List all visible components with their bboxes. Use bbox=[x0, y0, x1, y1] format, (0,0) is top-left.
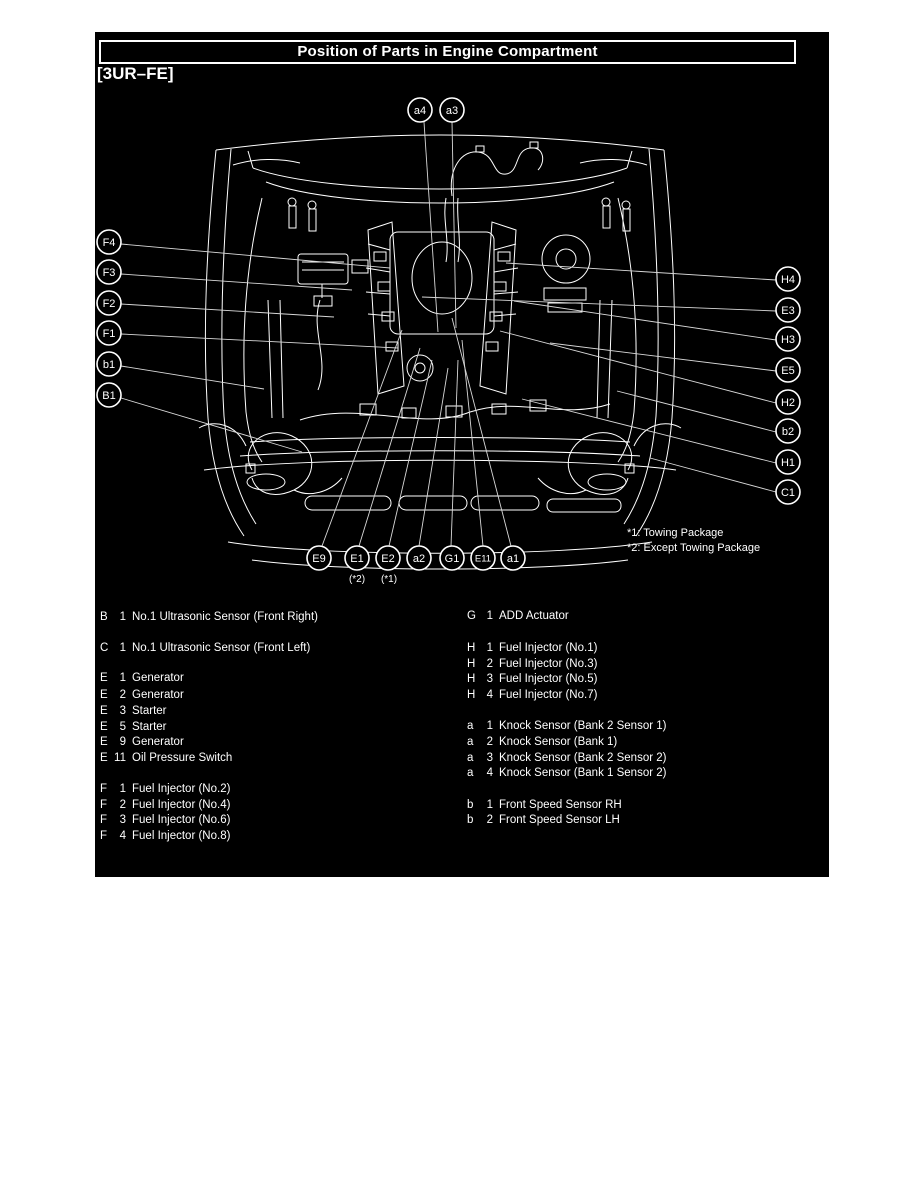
callout-b2: b2 bbox=[775, 418, 801, 444]
callout-E3: E3 bbox=[775, 297, 801, 323]
callout-H4: H4 bbox=[775, 266, 801, 292]
callout-C1: C1 bbox=[775, 479, 801, 505]
note-except-towing-package: *2: Except Towing Package bbox=[627, 542, 761, 554]
svg-text:B1: B1 bbox=[102, 390, 115, 402]
callout-E5: E5 bbox=[775, 357, 801, 383]
callout-E11: E11 bbox=[470, 545, 496, 571]
callout-F4: F4 bbox=[96, 229, 122, 255]
callout-B1: B1 bbox=[96, 382, 122, 408]
callout-H1: H1 bbox=[775, 449, 801, 475]
svg-text:E3: E3 bbox=[781, 305, 794, 317]
svg-text:H3: H3 bbox=[781, 334, 795, 346]
callout-a3: a3 bbox=[439, 97, 465, 123]
callout-a2: a2 bbox=[406, 545, 432, 571]
engine-code-label: [3UR–FE] bbox=[97, 64, 174, 83]
callout-H2: H2 bbox=[775, 389, 801, 415]
svg-text:E9: E9 bbox=[312, 553, 325, 565]
leader-lines bbox=[120, 121, 777, 547]
callout-F2: F2 bbox=[96, 290, 122, 316]
svg-text:E2: E2 bbox=[381, 553, 394, 565]
callout-F1: F1 bbox=[96, 320, 122, 346]
vehicle-outline-art bbox=[198, 134, 682, 570]
svg-text:E1: E1 bbox=[350, 553, 363, 565]
svg-text:a2: a2 bbox=[413, 553, 425, 565]
svg-text:H2: H2 bbox=[781, 397, 795, 409]
svg-text:b2: b2 bbox=[782, 426, 794, 438]
callout-b1: b1 bbox=[96, 351, 122, 377]
note-towing-package: *1: Towing Package bbox=[627, 527, 724, 539]
svg-text:C1: C1 bbox=[781, 487, 795, 499]
svg-text:E5: E5 bbox=[781, 365, 794, 377]
footnote-markers: (*2) (*1) bbox=[349, 574, 397, 585]
svg-text:E11: E11 bbox=[475, 554, 491, 565]
svg-text:F4: F4 bbox=[103, 237, 116, 249]
callouts: a4 a3 F4 F3 F2 F1 b1 B1 H4 E3 H3 E5 H2 b… bbox=[96, 97, 801, 571]
svg-text:b1: b1 bbox=[103, 359, 115, 371]
svg-text:F1: F1 bbox=[103, 328, 116, 340]
engine-and-harness-art bbox=[245, 141, 635, 495]
svg-text:H4: H4 bbox=[781, 274, 795, 286]
callout-E2: E2 bbox=[375, 545, 401, 571]
engine-compartment-diagram: a4 a3 F4 F3 F2 F1 b1 B1 H4 E3 H3 E5 H2 b… bbox=[96, 97, 801, 585]
svg-text:F2: F2 bbox=[103, 298, 116, 310]
footnote-marker-e1: (*2) bbox=[349, 574, 365, 585]
callout-H3: H3 bbox=[775, 326, 801, 352]
svg-text:F3: F3 bbox=[103, 267, 116, 279]
footnote-marker-e2: (*1) bbox=[381, 574, 397, 585]
page-title: Position of Parts in Engine Compartment bbox=[99, 40, 796, 64]
svg-text:a3: a3 bbox=[446, 105, 458, 117]
callout-E1: E1 bbox=[344, 545, 370, 571]
svg-text:H1: H1 bbox=[781, 457, 795, 469]
callout-F3: F3 bbox=[96, 259, 122, 285]
callout-G1: G1 bbox=[439, 545, 465, 571]
svg-text:G1: G1 bbox=[445, 553, 460, 565]
callout-E9: E9 bbox=[306, 545, 332, 571]
svg-text:a4: a4 bbox=[414, 105, 426, 117]
callout-a1: a1 bbox=[500, 545, 526, 571]
svg-text:a1: a1 bbox=[507, 553, 519, 565]
diagram-panel: Position of Parts in Engine Compartment … bbox=[95, 32, 829, 877]
callout-a4: a4 bbox=[407, 97, 433, 123]
